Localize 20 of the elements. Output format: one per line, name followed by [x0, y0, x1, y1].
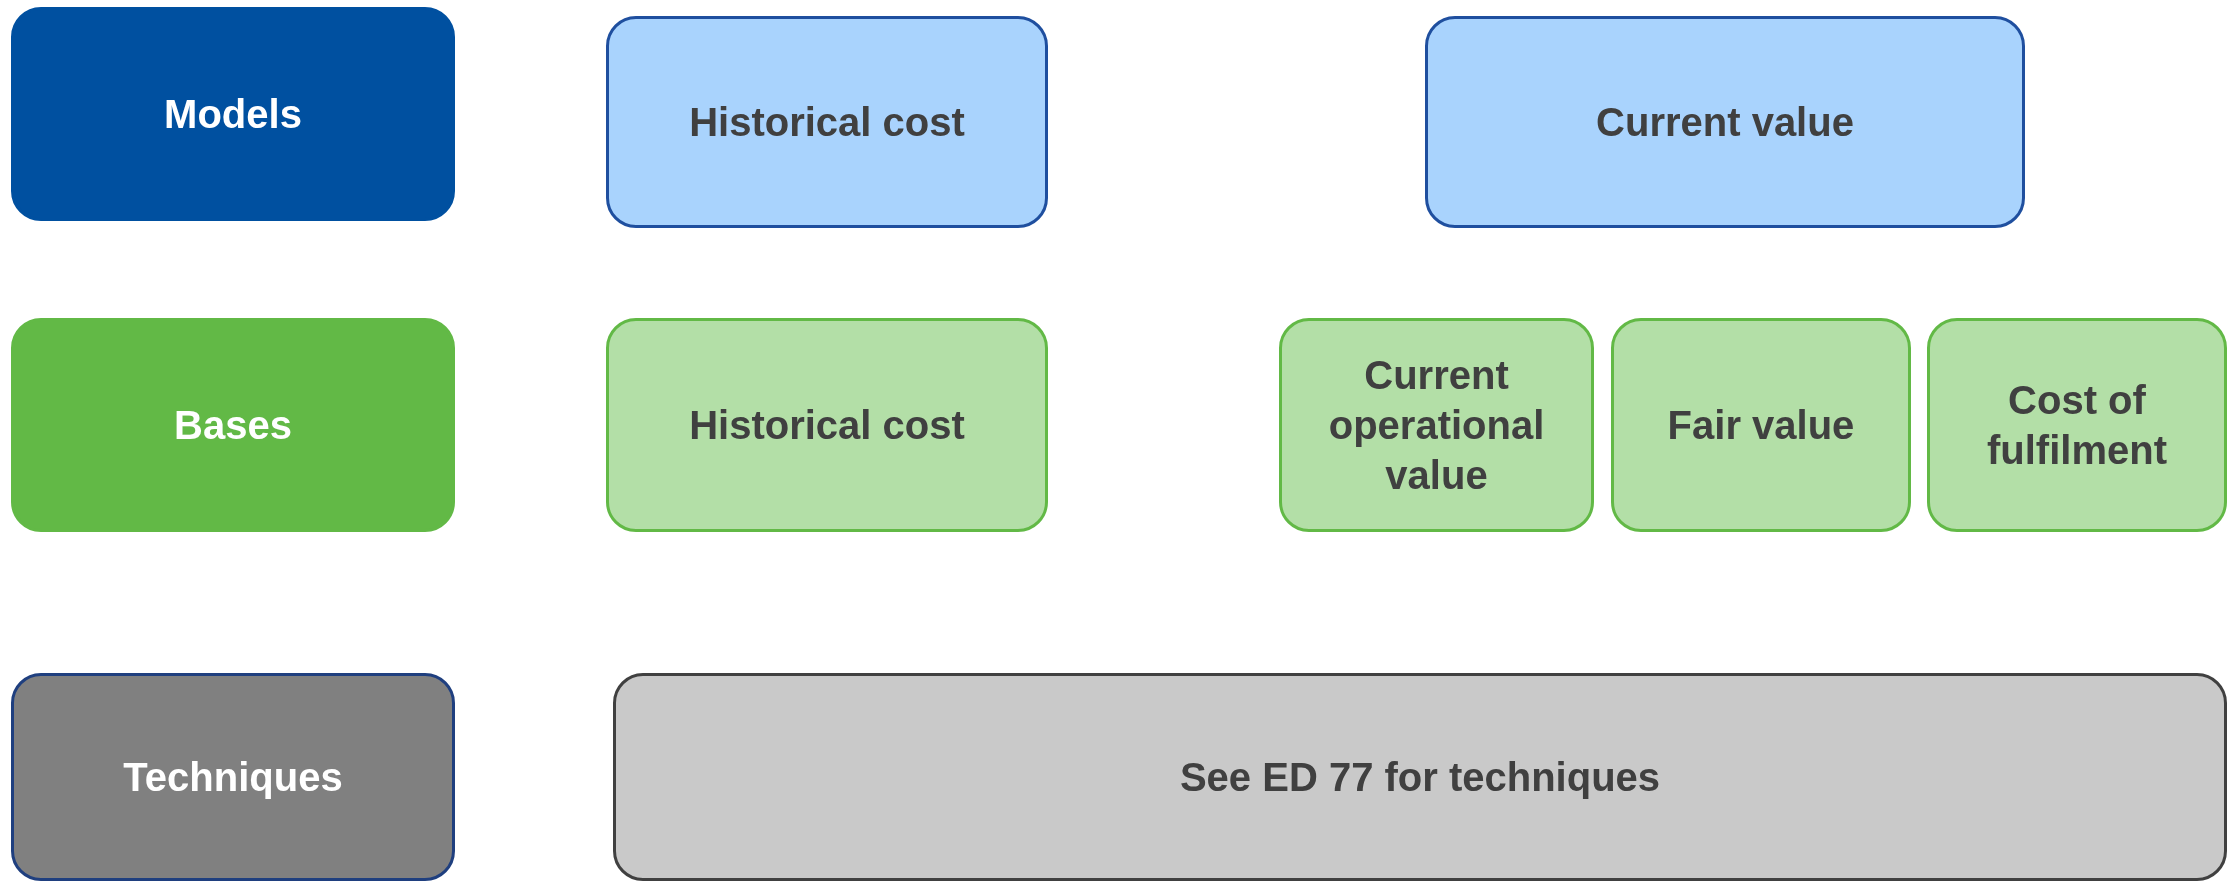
row-heading-box: [11, 7, 455, 221]
model-box: [1425, 16, 2025, 228]
box-label: Fair value: [1667, 402, 1855, 449]
row-heading-box: [11, 673, 455, 881]
box-label: Historical cost: [689, 402, 965, 449]
box-label: Current operational value: [1327, 352, 1546, 499]
basis-box: [1611, 318, 1911, 532]
box-label: Models: [164, 91, 302, 138]
basis-box: [1279, 318, 1594, 532]
box-label: Historical cost: [689, 99, 965, 146]
basis-box: [606, 318, 1048, 532]
box-label: See ED 77 for techniques: [1179, 754, 1661, 801]
box-label: Bases: [174, 402, 292, 449]
model-box: [606, 16, 1048, 228]
technique-box: [613, 673, 2227, 881]
box-label: Current value: [1596, 99, 1854, 146]
box-label: Cost of fulfilment: [1986, 377, 2168, 474]
box-label: Techniques: [123, 754, 343, 801]
basis-box: [1927, 318, 2227, 532]
row-heading-box: [11, 318, 455, 532]
